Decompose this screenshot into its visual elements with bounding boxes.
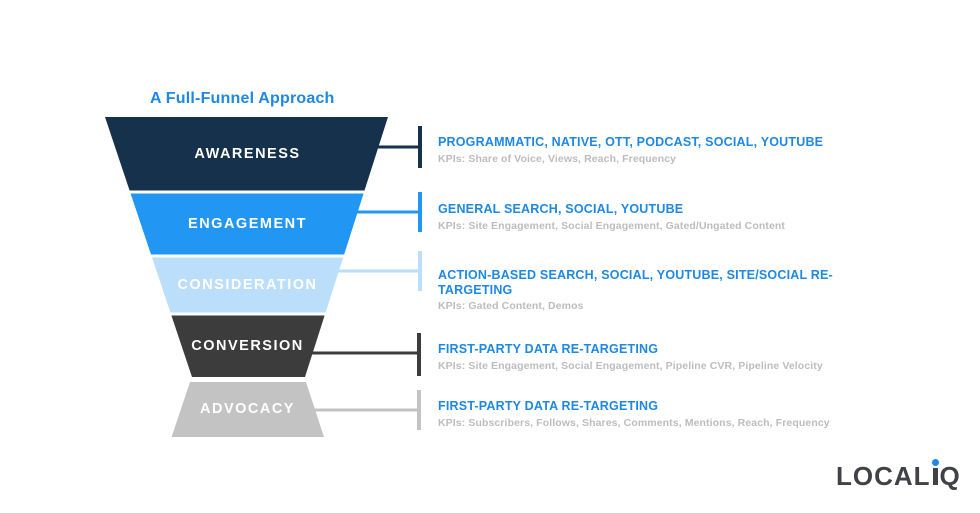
localiq-logo: LOCAL Q bbox=[836, 459, 961, 492]
channels-text: FIRST-PARTY DATA RE-TARGETING bbox=[438, 399, 659, 413]
funnel-label-awareness: AWARENESS bbox=[194, 146, 301, 162]
logo-text-pre: LOCAL bbox=[836, 461, 931, 491]
funnel-segment-conversion bbox=[171, 315, 325, 377]
row-consideration: ACTION-BASED SEARCH, SOCIAL, YOUTUBE, SI… bbox=[438, 268, 900, 313]
funnel-label-conversion: CONVERSION bbox=[191, 338, 304, 354]
channels-text: GENERAL SEARCH, SOCIAL, YOUTUBE bbox=[438, 202, 684, 216]
connector-advocacy bbox=[314, 390, 421, 430]
channels-text: PROGRAMMATIC, NATIVE, OTT, PODCAST, SOCI… bbox=[438, 135, 824, 149]
kpis-text: KPIs: Site Engagement, Social Engagement… bbox=[438, 219, 786, 232]
funnel-segment-consideration bbox=[152, 257, 344, 313]
kpis-text: KPIs: Share of Voice, Views, Reach, Freq… bbox=[438, 152, 677, 165]
connector-engagement bbox=[357, 192, 422, 232]
row-advocacy: FIRST-PARTY DATA RE-TARGETING KPIs: Subs… bbox=[438, 399, 900, 430]
logo-i-glyph bbox=[931, 459, 939, 485]
funnel-label-engagement: ENGAGEMENT bbox=[188, 216, 307, 232]
kpis-text: KPIs: Site Engagement, Social Engagement… bbox=[438, 359, 823, 372]
logo-text-post: Q bbox=[939, 461, 961, 491]
channels-text: FIRST-PARTY DATA RE-TARGETING bbox=[438, 342, 659, 356]
connector-conversion bbox=[311, 333, 421, 376]
channels-text: ACTION-BASED SEARCH, SOCIAL, YOUTUBE, SI… bbox=[438, 268, 833, 297]
kpis-text: KPIs: Gated Content, Demos bbox=[438, 300, 584, 312]
funnel-segment-awareness bbox=[105, 117, 388, 191]
funnel-label-advocacy: ADVOCACY bbox=[200, 401, 295, 417]
funnel-segment-advocacy bbox=[171, 382, 324, 437]
row-awareness: PROGRAMMATIC, NATIVE, OTT, PODCAST, SOCI… bbox=[438, 135, 900, 166]
row-engagement: GENERAL SEARCH, SOCIAL, YOUTUBE KPIs: Si… bbox=[438, 202, 900, 233]
logo-i-dot-icon bbox=[931, 459, 939, 466]
kpis-text: KPIs: Subscribers, Follows, Shares, Comm… bbox=[438, 416, 830, 429]
connector-awareness bbox=[378, 126, 422, 168]
row-conversion: FIRST-PARTY DATA RE-TARGETING KPIs: Site… bbox=[438, 342, 900, 373]
funnel-segment-engagement bbox=[130, 193, 364, 255]
page-title: A Full-Funnel Approach bbox=[150, 90, 335, 107]
funnel-label-consideration: CONSIDERATION bbox=[177, 277, 318, 293]
connector-consideration bbox=[338, 251, 422, 291]
